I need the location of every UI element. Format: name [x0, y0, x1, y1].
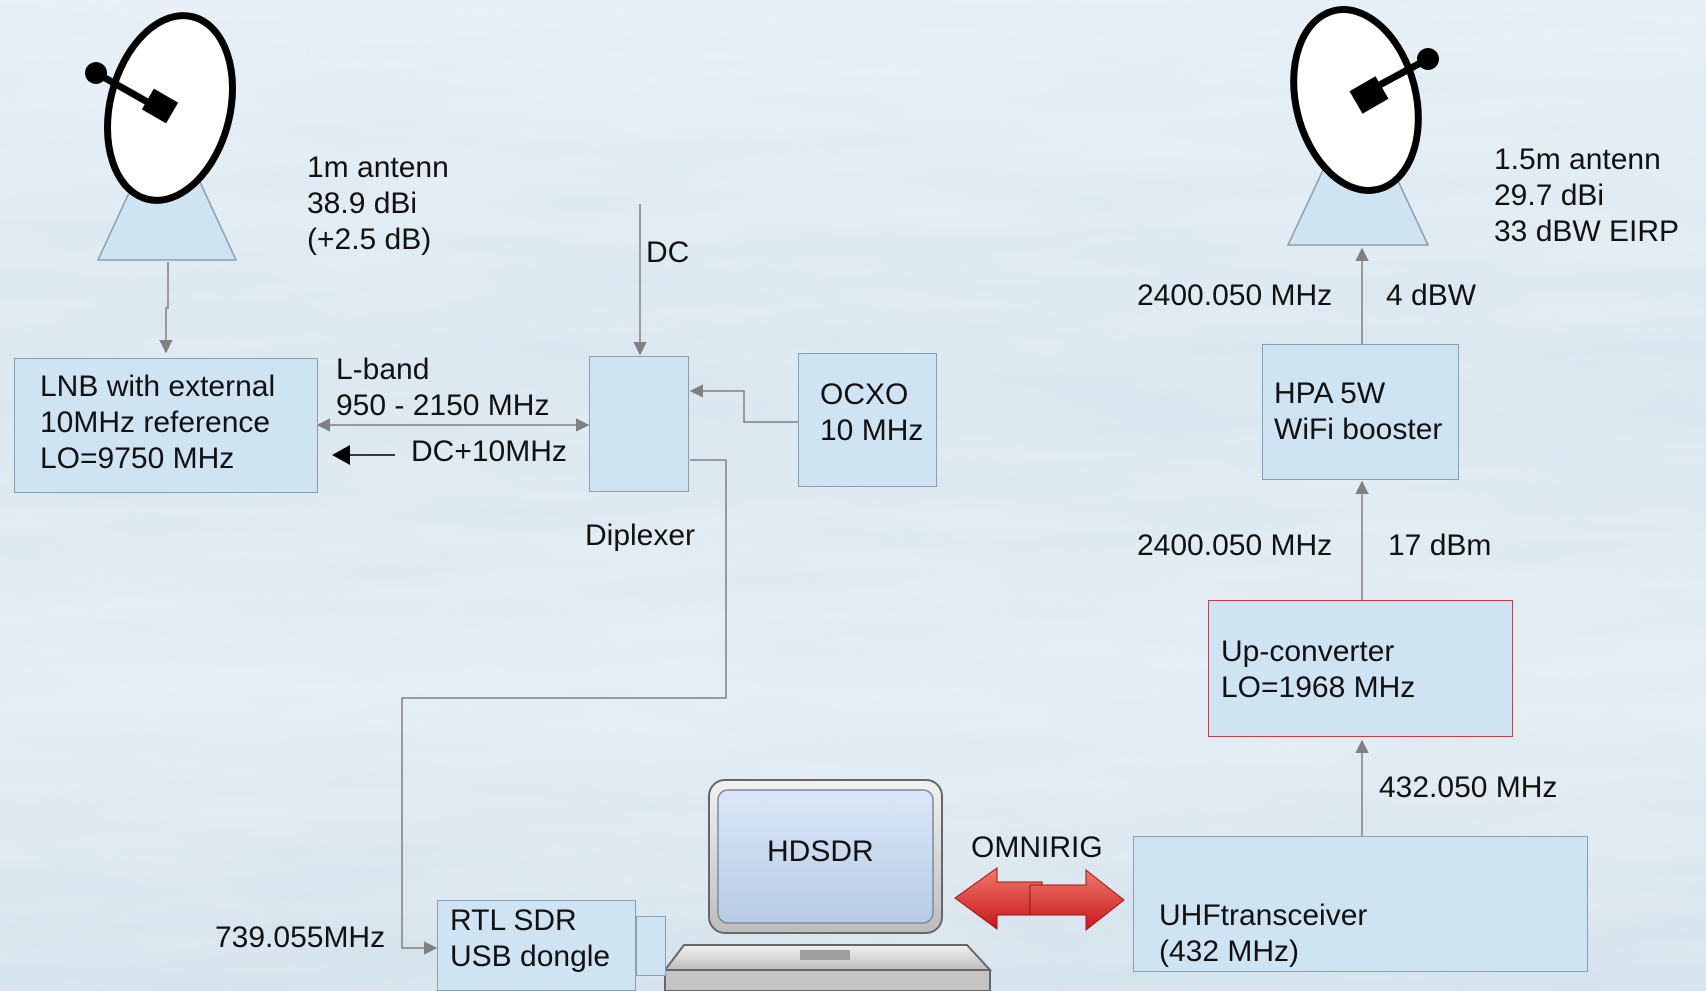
rtl-sdr-box — [437, 900, 636, 991]
upconverter-line1: Up-converter — [1221, 635, 1395, 668]
left-antenna-gain: 38.9 dBi — [307, 187, 418, 220]
hdsdr-label: HDSDR — [767, 835, 874, 868]
lnb-line3: LO=9750 MHz — [40, 442, 235, 475]
rtl-line2: USB dongle — [450, 940, 611, 973]
lnb-line2: 10MHz reference — [40, 406, 271, 439]
transceiver-box — [1133, 836, 1588, 972]
omnirig-label: OMNIRIG — [971, 831, 1103, 864]
left-antenna-extra: (+2.5 dB) — [307, 223, 432, 256]
tx-power-top: 4 dBW — [1386, 279, 1477, 312]
rx-freq-label: 739.055MHz — [215, 921, 386, 954]
diplexer-label: Diplexer — [585, 519, 696, 552]
ocxo-line2: 10 MHz — [820, 414, 924, 447]
dc-label: DC — [646, 236, 690, 269]
ocxo-box — [798, 353, 937, 487]
if-freq-label: 432.050 MHz — [1379, 771, 1558, 804]
upconverter-line2: LO=1968 MHz — [1221, 671, 1416, 704]
right-dish-antenna-icon — [1286, 6, 1439, 246]
hpa-box — [1262, 344, 1459, 480]
tx-freq-mid: 2400.050 MHz — [1137, 529, 1333, 562]
lnb-box — [14, 358, 318, 493]
hpa-line2: WiFi booster — [1274, 413, 1443, 446]
laptop-icon — [662, 779, 993, 991]
right-antenna-name: 1.5m antenn — [1494, 143, 1661, 176]
diplexer-box — [589, 356, 689, 492]
left-antenna-name: 1m antenn — [307, 151, 449, 184]
right-antenna-gain: 29.7 dBi — [1494, 179, 1605, 212]
ocxo-line1: OCXO — [820, 378, 909, 411]
transceiver-line1: UHFtransceiver — [1159, 899, 1368, 932]
lband-range: 950 - 2150 MHz — [336, 389, 550, 422]
lband-label: L-band — [336, 353, 430, 386]
lnb-line1: LNB with external — [40, 370, 276, 403]
dc-10mhz-label: DC+10MHz — [411, 435, 567, 468]
hpa-line1: HPA 5W — [1274, 377, 1386, 410]
left-dish-antenna-icon — [85, 12, 238, 261]
transceiver-line2: (432 MHz) — [1159, 935, 1300, 968]
tx-freq-top: 2400.050 MHz — [1137, 279, 1333, 312]
rtl-line1: RTL SDR — [450, 904, 577, 937]
tx-power-mid: 17 dBm — [1388, 529, 1492, 562]
upconverter-box — [1208, 600, 1513, 737]
omnirig-double-arrow-icon — [954, 867, 1125, 932]
right-antenna-eirp: 33 dBW EIRP — [1494, 215, 1680, 248]
usb-plug — [636, 916, 666, 976]
